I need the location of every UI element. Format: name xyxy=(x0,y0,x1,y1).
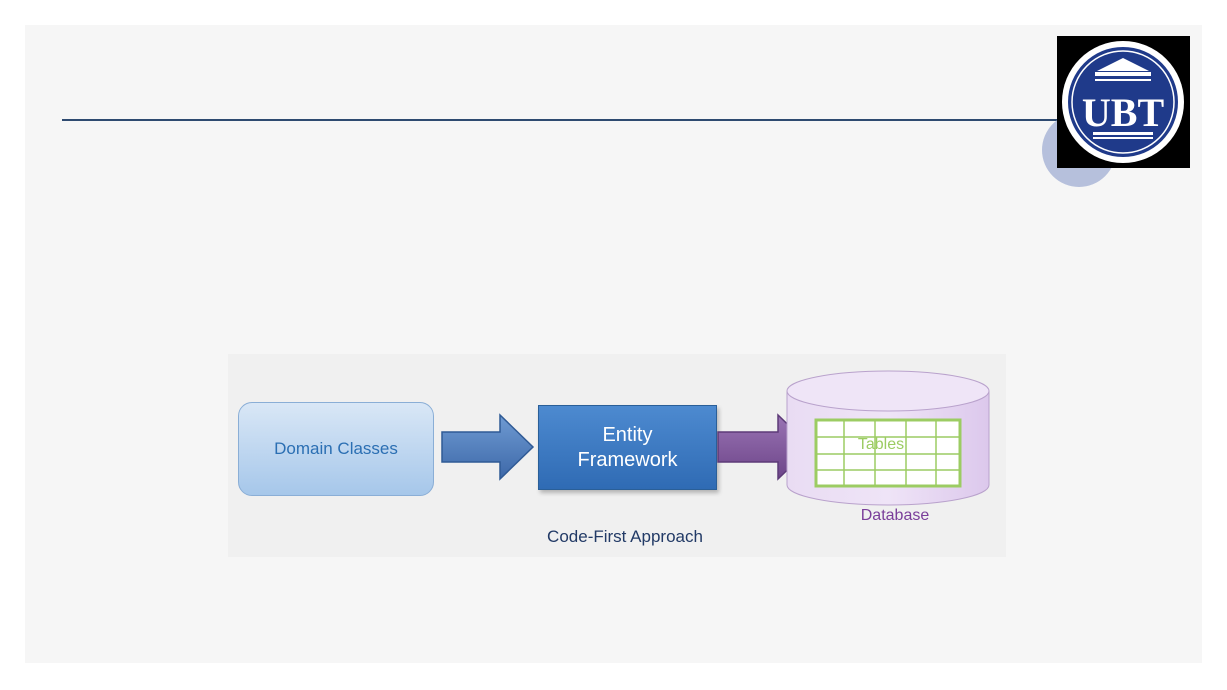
domain-classes-label: Domain Classes xyxy=(274,439,398,458)
tables-label: Tables xyxy=(857,436,905,453)
title-divider xyxy=(62,119,1060,121)
right-arrow-icon xyxy=(441,413,535,481)
ubt-logo-icon: UBT xyxy=(1062,41,1184,163)
tables-grid xyxy=(814,418,962,488)
entity-framework-box: Entity Framework xyxy=(538,405,717,490)
database-cylinder-icon xyxy=(786,370,990,506)
ubt-logo: UBT xyxy=(1057,36,1190,168)
diagram-caption: Code-First Approach xyxy=(547,527,703,546)
database-label: Database xyxy=(860,507,930,524)
domain-classes-box: Domain Classes xyxy=(238,402,434,496)
entity-framework-label: Entity Framework xyxy=(577,423,678,471)
logo-text: UBT xyxy=(1082,90,1165,135)
